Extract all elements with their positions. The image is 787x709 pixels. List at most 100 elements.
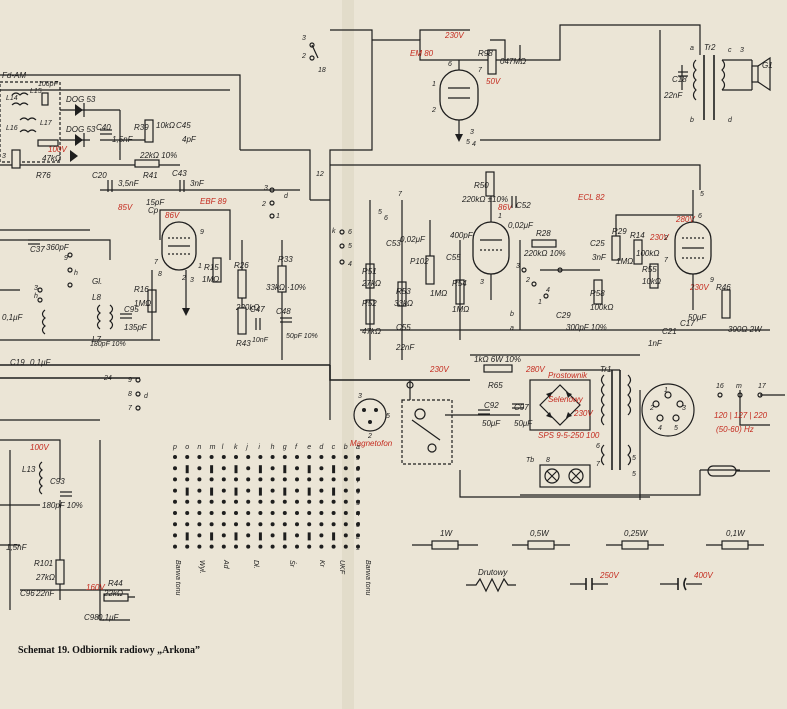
- grid-contact-dot: [319, 477, 324, 482]
- band-label: UKF: [338, 560, 345, 575]
- grid-contact-dot: [343, 533, 348, 538]
- tube-ebf89-label: EBF 89: [200, 197, 227, 206]
- svg-text:Tr1: Tr1: [600, 365, 611, 374]
- grid-letter: k: [234, 444, 238, 451]
- svg-text:R39: R39: [134, 123, 149, 132]
- svg-text:C97: C97: [514, 403, 529, 412]
- svg-text:2: 2: [663, 235, 668, 242]
- grid-letter: n: [197, 444, 201, 451]
- grid-contact-dot: [221, 455, 226, 459]
- grid-contact-dot: [197, 455, 202, 459]
- grid-contact-dot: [270, 533, 275, 538]
- svg-text:0,1μF: 0,1μF: [98, 613, 120, 622]
- grid-contact-dot: [356, 544, 360, 549]
- grid-contact-dot: [307, 499, 312, 504]
- grid-contact-dot: [319, 533, 324, 538]
- grid-contact-dot: [221, 499, 226, 504]
- grid-contact-dot: [221, 511, 226, 515]
- svg-text:2: 2: [261, 201, 266, 208]
- grid-contact-bar: [210, 532, 214, 541]
- grid-letter: p: [172, 444, 177, 451]
- svg-text:c: c: [728, 47, 732, 54]
- grid-contact-dot: [270, 466, 275, 471]
- grid-contact-dot: [246, 511, 251, 515]
- svg-text:P102: P102: [410, 257, 429, 266]
- svg-text:C17: C17: [680, 319, 695, 328]
- grid-contact-dot: [221, 488, 226, 493]
- svg-text:047MΩ: 047MΩ: [500, 57, 526, 66]
- grid-contact-dot: [209, 544, 214, 549]
- svg-text:16: 16: [716, 383, 724, 390]
- svg-text:R15: R15: [204, 263, 219, 272]
- svg-text:180pF 10%: 180pF 10%: [42, 501, 83, 510]
- legend-400v: 400V: [694, 571, 713, 580]
- grid-contact-dot: [173, 499, 177, 504]
- svg-text:7: 7: [128, 405, 133, 412]
- svg-text:L13: L13: [22, 465, 36, 474]
- grid-contact-dot: [356, 499, 360, 504]
- svg-text:10kΩ: 10kΩ: [156, 121, 175, 130]
- svg-text:C25: C25: [590, 239, 605, 248]
- svg-text:C19: C19: [10, 358, 25, 367]
- svg-text:L7: L7: [92, 335, 101, 344]
- grid-contact-dot: [356, 511, 360, 515]
- grid-contact-dot: [258, 511, 263, 515]
- svg-text:1: 1: [498, 213, 502, 220]
- svg-text:L17: L17: [40, 120, 53, 127]
- svg-text:22nF: 22nF: [35, 589, 55, 598]
- grid-contact-dot: [258, 455, 263, 459]
- svg-text:1MΩ: 1MΩ: [430, 289, 447, 298]
- grid-contact-dot: [258, 499, 263, 504]
- svg-text:1MΩ: 1MΩ: [452, 305, 469, 314]
- svg-text:C47: C47: [250, 305, 265, 314]
- svg-text:3: 3: [516, 263, 520, 270]
- svg-text:1,5nF: 1,5nF: [112, 135, 134, 144]
- svg-text:4pF: 4pF: [182, 135, 197, 144]
- band-label: Barwa tonu: [174, 560, 181, 596]
- grid-contact-dot: [343, 455, 348, 459]
- grid-contact-bar: [234, 532, 238, 541]
- grid-letter: o: [185, 444, 189, 451]
- grid-contact-dot: [307, 455, 312, 459]
- svg-text:3: 3: [470, 129, 474, 136]
- label-fd-am: Fd-AM: [2, 71, 26, 80]
- grid-contact-dot: [258, 522, 263, 527]
- diodes-dog53: DOG 53 DOG 53 47kΩ 100V: [42, 95, 120, 163]
- svg-text:10nF: 10nF: [252, 337, 269, 344]
- grid-letter: f: [295, 444, 298, 451]
- grid-contact-dot: [270, 511, 275, 515]
- grid-contact-dot: [246, 477, 251, 482]
- pilot-lamps: Tb 8: [526, 457, 591, 488]
- svg-text:360pF: 360pF: [46, 243, 70, 252]
- grid-contact-dot: [319, 511, 324, 515]
- svg-text:8: 8: [158, 271, 162, 278]
- grid-contact-bar: [332, 465, 336, 474]
- grid-letter: i: [258, 444, 260, 451]
- band-label: Wył.: [198, 560, 205, 574]
- svg-text:5: 5: [674, 425, 678, 432]
- svg-text:50μF: 50μF: [514, 419, 533, 428]
- svg-text:1MΩ: 1MΩ: [134, 299, 151, 308]
- svg-text:3: 3: [34, 285, 38, 292]
- svg-text:27kΩ: 27kΩ: [361, 279, 381, 288]
- svg-text:7: 7: [664, 257, 669, 264]
- svg-text:C40: C40: [96, 123, 111, 132]
- grid-contact-dot: [295, 477, 299, 482]
- svg-text:106pF: 106pF: [38, 81, 59, 88]
- svg-text:L14: L14: [6, 95, 18, 102]
- grid-letter: c: [332, 444, 336, 451]
- grid-contact-bar: [332, 487, 336, 496]
- svg-text:220kΩ ±10%: 220kΩ ±10%: [461, 195, 508, 204]
- svg-text:1: 1: [538, 299, 542, 306]
- grid-letter: m: [210, 444, 216, 451]
- svg-text:d: d: [144, 393, 149, 400]
- svg-text:C37: C37: [30, 245, 45, 254]
- svg-text:47kΩ: 47kΩ: [362, 327, 381, 336]
- svg-text:230V: 230V: [444, 31, 464, 40]
- bus-wires: [0, 24, 785, 500]
- grid-contact-dot: [173, 533, 177, 538]
- svg-text:C93: C93: [50, 477, 65, 486]
- svg-text:50μF: 50μF: [688, 313, 707, 322]
- svg-text:R58: R58: [590, 289, 605, 298]
- grid-contact-dot: [197, 522, 202, 527]
